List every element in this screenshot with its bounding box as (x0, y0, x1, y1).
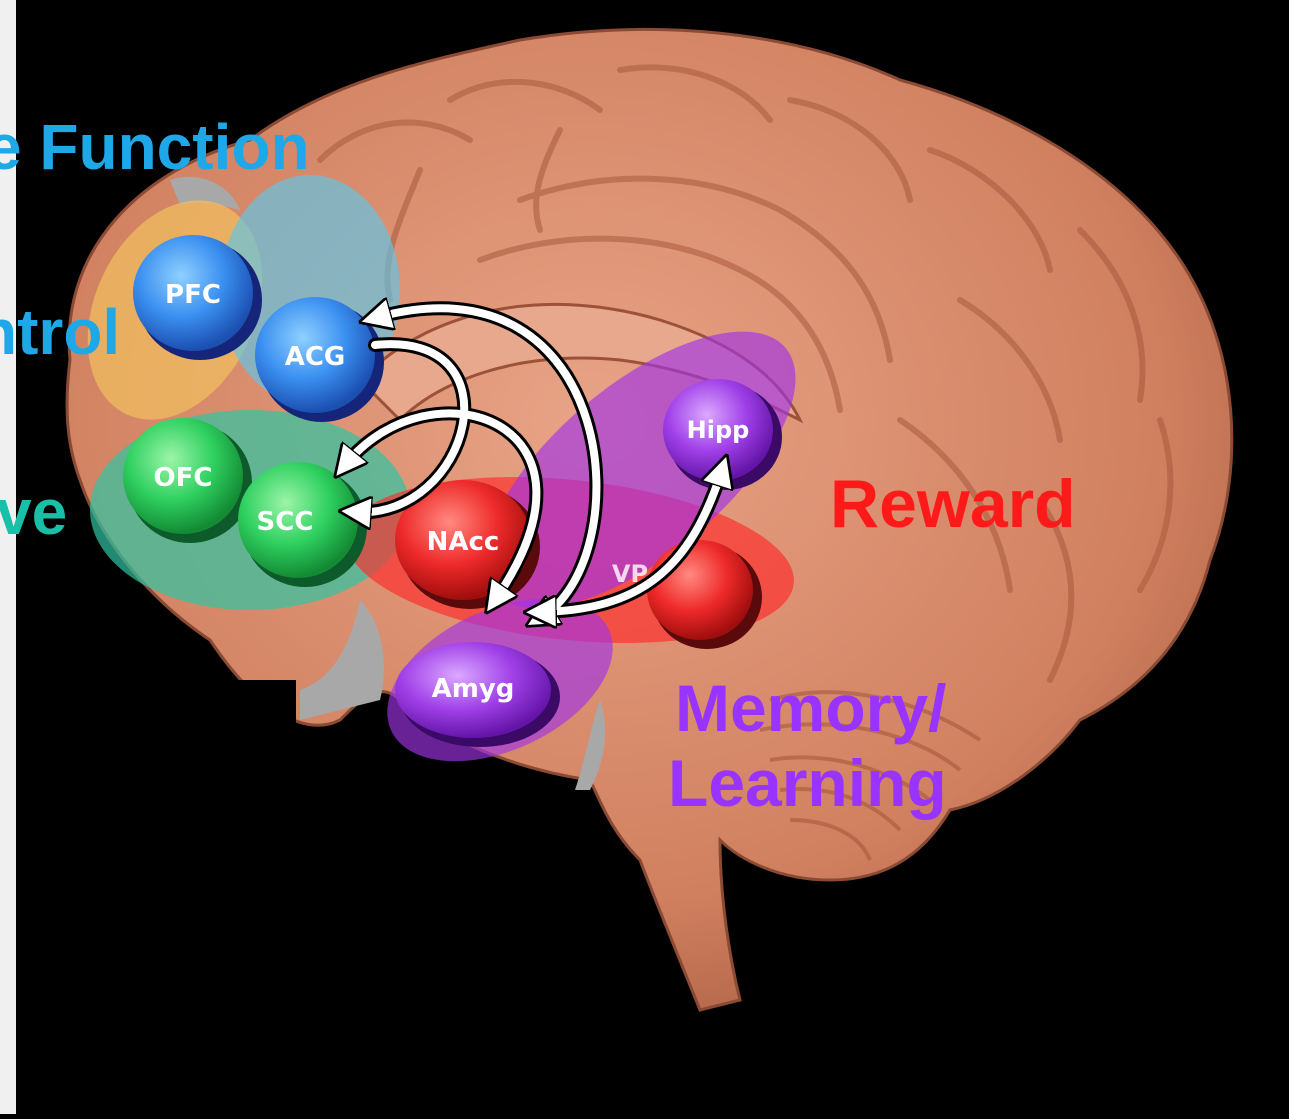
label-reward: Reward (830, 470, 1076, 538)
occlusion-box (16, 680, 296, 1114)
label-learning: Learning (668, 750, 947, 816)
node-pfc-label: PFC (165, 280, 221, 310)
node-acg-label: ACG (285, 342, 346, 372)
label-memory: Memory/ (675, 675, 946, 741)
node-hipp-label: Hipp (687, 416, 750, 444)
node-nacc-label: NAcc (427, 527, 500, 557)
label-executive-function: e Function (0, 115, 310, 179)
label-motive: ve (0, 480, 67, 544)
node-scc-label: SCC (257, 507, 314, 537)
node-ofc-label: OFC (154, 463, 213, 493)
node-amyg-label: Amyg (432, 674, 515, 704)
